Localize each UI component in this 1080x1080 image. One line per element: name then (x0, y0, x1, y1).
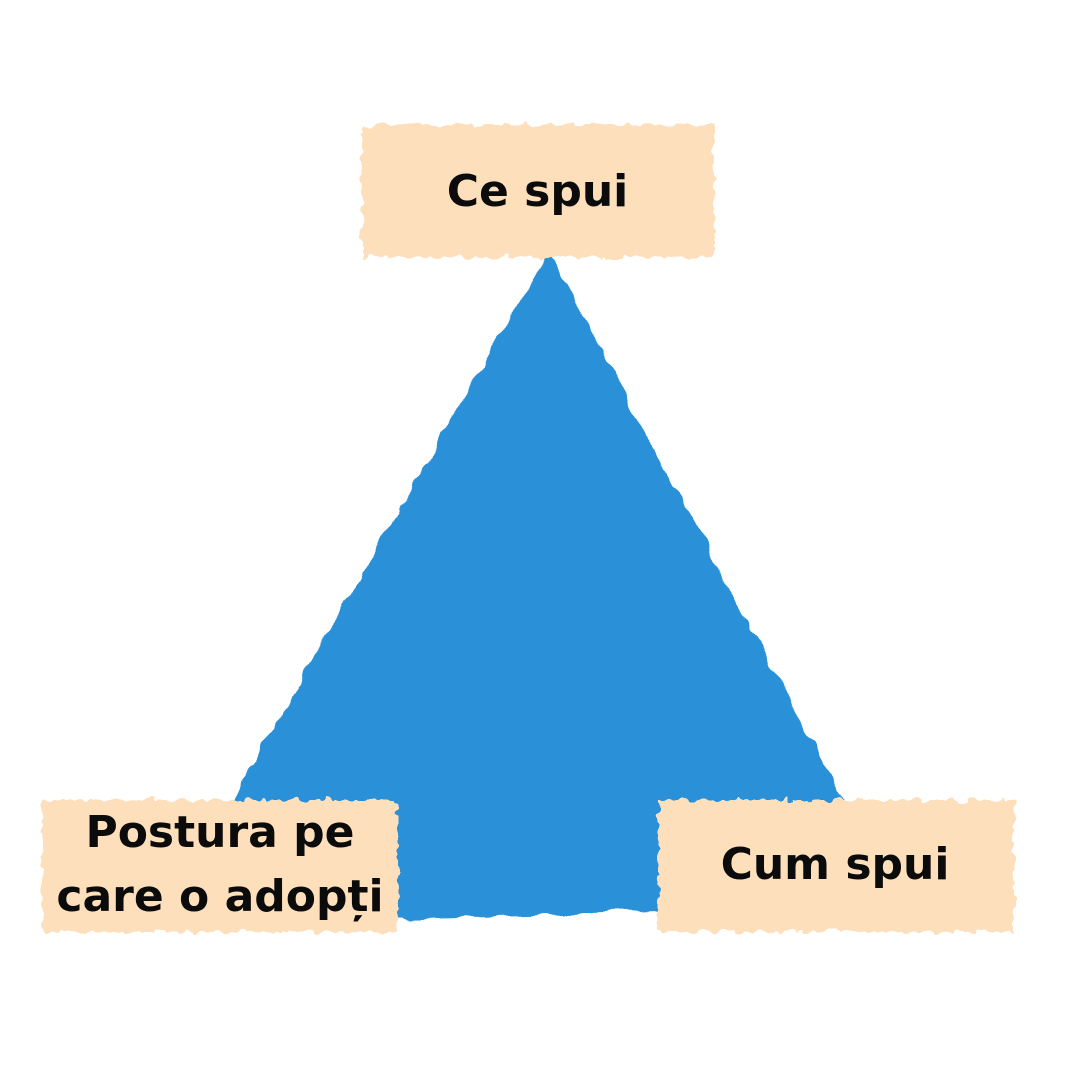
label-box-bottom-left (42, 800, 398, 932)
triangle-shape (160, 250, 900, 925)
node-label-top: Ce spui (446, 166, 629, 217)
node-label-bottom-right: Cum spui (720, 839, 950, 890)
label-box-top (362, 125, 714, 257)
node-label-bottom-left: Postura pe care o adopți (56, 807, 384, 922)
label-box-bottom-right (658, 800, 1014, 932)
